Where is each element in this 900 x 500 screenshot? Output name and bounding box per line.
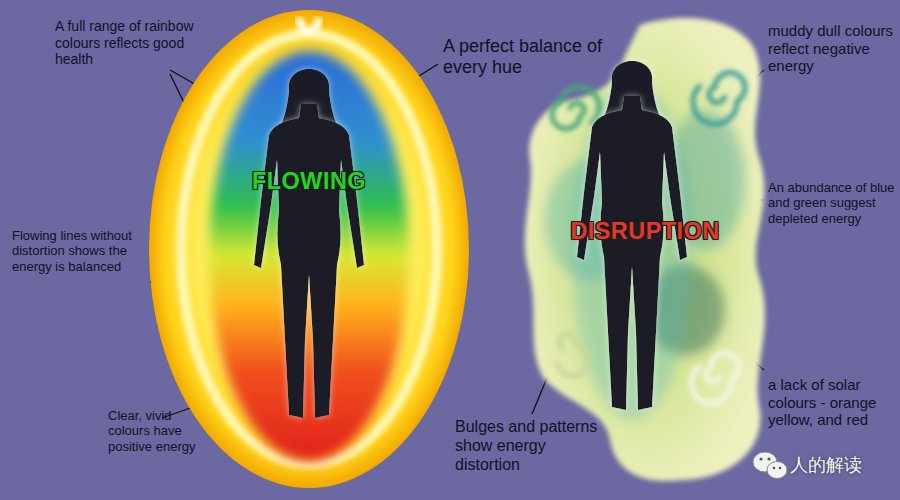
label-holder: Flowing lines without distortion shows t… bbox=[12, 228, 147, 274]
label-holder: muddy dull colours reflect negative ener… bbox=[768, 22, 896, 75]
callout-note: A full range of rainbow colours reflects… bbox=[55, 18, 205, 68]
callout-note: a lack of solar colours - orange yellow,… bbox=[768, 376, 896, 429]
label-holder: a lack of solar colours - orange yellow,… bbox=[768, 376, 896, 429]
callout-note: An abundance of blue and green suggest d… bbox=[768, 180, 896, 226]
aura-title: FLOWING bbox=[148, 168, 470, 195]
aura-oval: FLOWING bbox=[148, 8, 470, 490]
callout-note: muddy dull colours reflect negative ener… bbox=[768, 22, 896, 75]
label-holder: A perfect balance of every hue bbox=[443, 36, 638, 78]
callout-note: A perfect balance of every hue bbox=[443, 36, 638, 78]
watermark: 人的解读 bbox=[790, 454, 890, 475]
aura-title: DISRUPTION bbox=[520, 218, 770, 245]
callout-note: Clear, vivid colours have positive energ… bbox=[108, 408, 208, 454]
aura-shape bbox=[148, 8, 470, 490]
callout-note: Bulges and patterns show energy distorti… bbox=[455, 418, 605, 475]
wechat-icon bbox=[753, 452, 787, 479]
label-holder: Bulges and patterns show energy distorti… bbox=[455, 418, 605, 475]
label-holder: A full range of rainbow colours reflects… bbox=[55, 18, 205, 68]
callout-note: Flowing lines without distortion shows t… bbox=[12, 228, 147, 274]
label-holder: An abundance of blue and green suggest d… bbox=[768, 180, 896, 226]
label-holder: 人的解读 bbox=[790, 454, 890, 475]
label-holder: Clear, vivid colours have positive energ… bbox=[108, 408, 208, 454]
